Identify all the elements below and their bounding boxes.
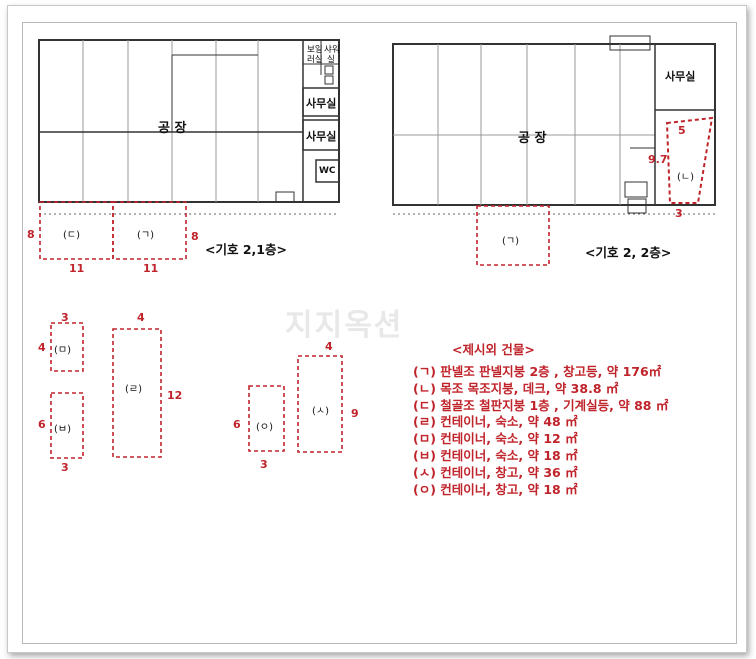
ra-width: 4 bbox=[137, 311, 145, 324]
office2-label: 사무실 bbox=[306, 130, 337, 143]
building-ra-outline bbox=[112, 328, 162, 458]
content-border bbox=[22, 22, 737, 644]
plan1-caption: <기호 2,1층> bbox=[205, 242, 287, 257]
building-ma-label: (ㅁ) bbox=[54, 345, 72, 356]
o-height: 6 bbox=[233, 418, 241, 431]
watermark: 지지옥션 bbox=[285, 308, 404, 343]
ba-width: 3 bbox=[61, 461, 69, 474]
plan2-factory-label: 공 장 bbox=[518, 131, 547, 146]
plan2-office-label: 사무실 bbox=[665, 70, 696, 83]
legend-item: (ㄴ) 목조 목조지붕, 데크, 약 38.8 ㎡ bbox=[413, 380, 619, 396]
o-width: 3 bbox=[260, 458, 268, 471]
building-na-label: (ㄴ) bbox=[677, 172, 695, 183]
sa-height: 9 bbox=[351, 407, 359, 420]
building-o-label: (ㅇ) bbox=[256, 422, 274, 433]
da-height: 8 bbox=[27, 228, 35, 241]
ga-width: 11 bbox=[143, 262, 159, 275]
building-sa-outline bbox=[297, 355, 343, 453]
building-ga-label: (ㄱ) bbox=[137, 230, 155, 241]
legend-item: (ㄷ) 철골조 철판지붕 1층 , 기계실등, 약 88 ㎡ bbox=[413, 397, 669, 413]
wc-label: WC bbox=[319, 166, 336, 176]
dim-3: 3 bbox=[675, 207, 683, 220]
plan1-factory-label: 공 장 bbox=[158, 121, 187, 136]
ma-height: 4 bbox=[38, 341, 46, 354]
legend-item: (ㅂ) 컨테이너, 숙소, 약 18 ㎡ bbox=[413, 447, 578, 463]
legend-title: <제시외 건물> bbox=[452, 342, 535, 357]
dim-5: 5 bbox=[678, 124, 686, 137]
building-o-outline bbox=[248, 385, 285, 452]
building-sa-label: (ㅅ) bbox=[312, 406, 330, 417]
building-ga-outline bbox=[112, 201, 187, 260]
boiler-room-label: 보일 bbox=[307, 45, 323, 55]
boiler-room-label-2: 러실 bbox=[307, 55, 323, 65]
legend-item: (ㄹ) 컨테이너, 숙소, 약 48 ㎡ bbox=[413, 414, 578, 430]
building-ra-label: (ㄹ) bbox=[125, 384, 143, 395]
legend-item: (ㅁ) 컨테이너, 숙소, 약 12 ㎡ bbox=[413, 431, 578, 447]
legend-item: (ㅅ) 컨테이너, 창고, 약 36 ㎡ bbox=[413, 464, 578, 480]
da-width: 11 bbox=[69, 262, 85, 275]
dim-9-7: 9.7 bbox=[648, 153, 668, 166]
sa-width: 4 bbox=[325, 340, 333, 353]
plan2-caption: <기호 2, 2층> bbox=[585, 245, 672, 260]
office1-label: 사무실 bbox=[306, 97, 337, 110]
shower-room-label: 샤워 bbox=[324, 45, 340, 55]
building-da-label: (ㄷ) bbox=[63, 230, 81, 241]
ga-height: 8 bbox=[191, 230, 199, 243]
legend-item: (ㄱ) 판넬조 판넬지붕 2층 , 창고등, 약 176㎡ bbox=[413, 364, 662, 379]
building-ga2-outline bbox=[476, 205, 550, 266]
ma-width: 3 bbox=[61, 311, 69, 324]
building-ba-outline bbox=[50, 392, 84, 459]
legend-item: (ㅇ) 컨테이너, 창고, 약 18 ㎡ bbox=[413, 481, 578, 497]
building-ma-outline bbox=[50, 322, 84, 372]
building-na-outline bbox=[665, 116, 714, 204]
ra-height: 12 bbox=[167, 389, 183, 402]
shower-room-label-2: 실 bbox=[327, 55, 335, 65]
ba-height: 6 bbox=[38, 418, 46, 431]
building-ba-label: (ㅂ) bbox=[54, 424, 72, 435]
building-ga2-label: (ㄱ) bbox=[502, 236, 520, 247]
legend-list: (ㄱ) 판넬조 판넬지붕 2층 , 창고등, 약 176㎡ (ㄴ) 목조 목조지… bbox=[413, 364, 668, 498]
